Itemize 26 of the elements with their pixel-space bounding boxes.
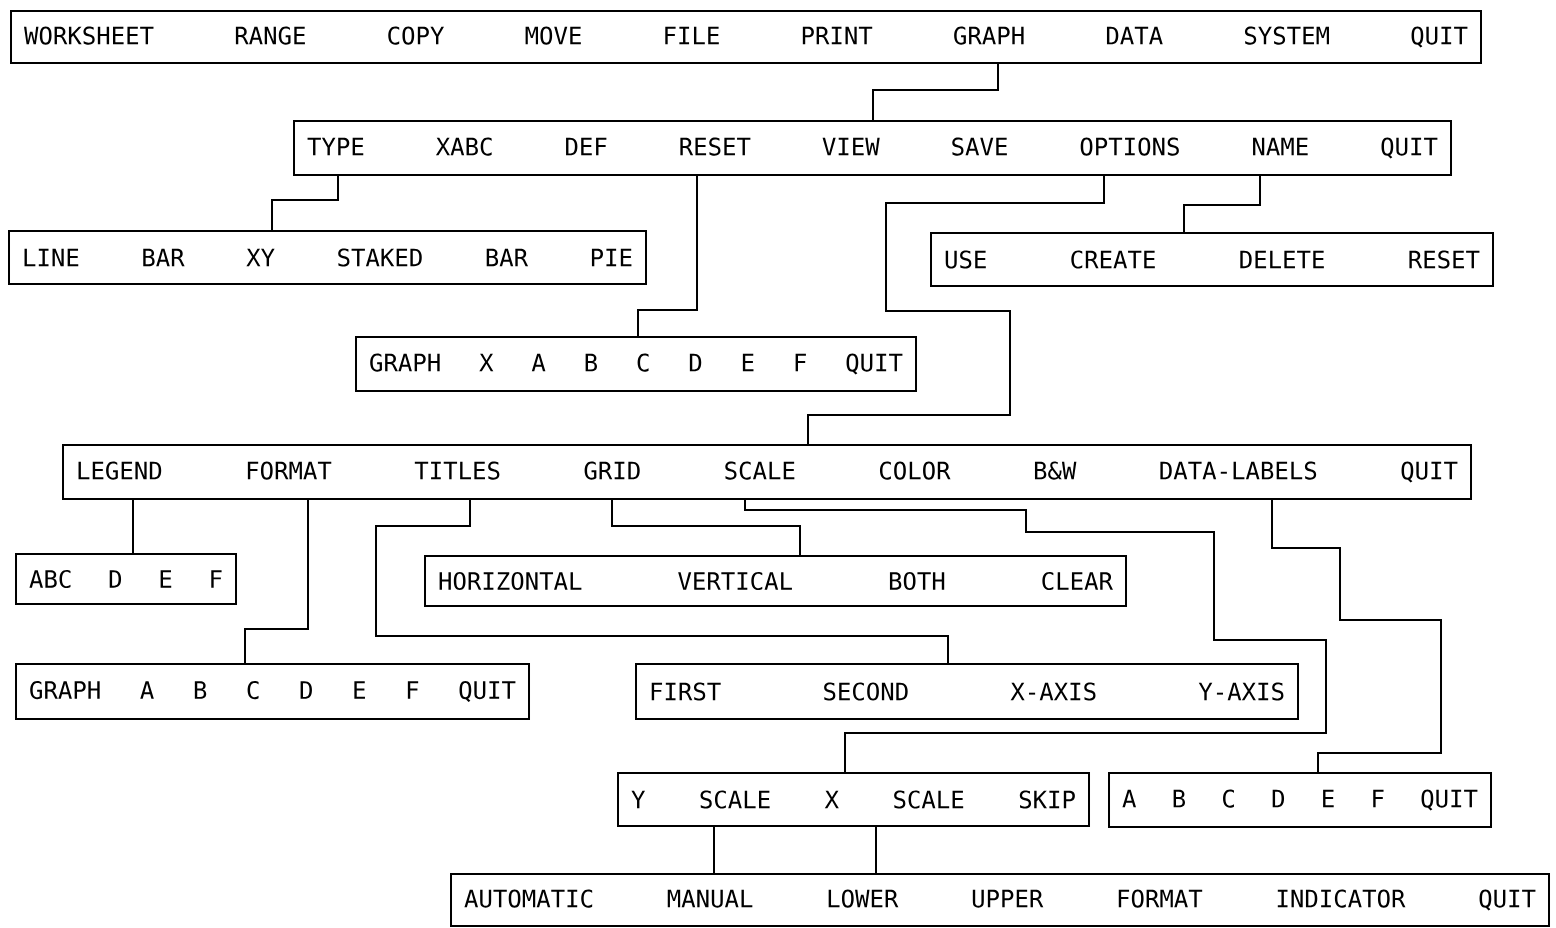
connector-line [244,499,309,664]
connector-line [132,499,134,554]
connector-line [872,63,999,121]
menu-box: GRAPH A B C D E F QUIT [15,663,530,720]
menu-box: LEGEND FORMAT TITLES GRID SCALE COLOR B&W DATA-LABELS QUIT [62,444,1472,500]
menu-box: A B C D E F QUIT [1108,772,1492,828]
menu-box: GRAPH X A B C D E F QUIT [355,336,917,392]
connector-line [271,175,339,231]
menu-box: WORKSHEET RANGE COPY MOVE FILE PRINT GRAPH DATA SYSTEM QUIT [10,10,1482,64]
menu-box: TYPE XABC DEF RESET VIEW SAVE OPTIONS NAME QUIT [293,120,1452,176]
connector-line [375,499,949,664]
menu-box: ABC D E F [15,553,237,605]
connector-line [807,175,1105,445]
connector-line [744,499,1327,773]
connector-line [875,826,877,874]
menu-box: HORIZONTAL VERTICAL BOTH CLEAR [424,555,1127,607]
menu-box: Y SCALE X SCALE SKIP [617,772,1090,827]
menu-box: LINE BAR XY STAKED BAR PIE [8,230,647,285]
connector-line [637,175,698,337]
connector-line [1183,175,1261,233]
menu-box: AUTOMATIC MANUAL LOWER UPPER FORMAT INDICATOR QUIT [450,873,1550,927]
menu-box: USE CREATE DELETE RESET [930,232,1494,287]
connector-line [611,499,801,556]
menu-box: FIRST SECOND X-AXIS Y-AXIS [635,663,1299,720]
connector-line [713,826,715,874]
connector-line [1271,499,1442,773]
